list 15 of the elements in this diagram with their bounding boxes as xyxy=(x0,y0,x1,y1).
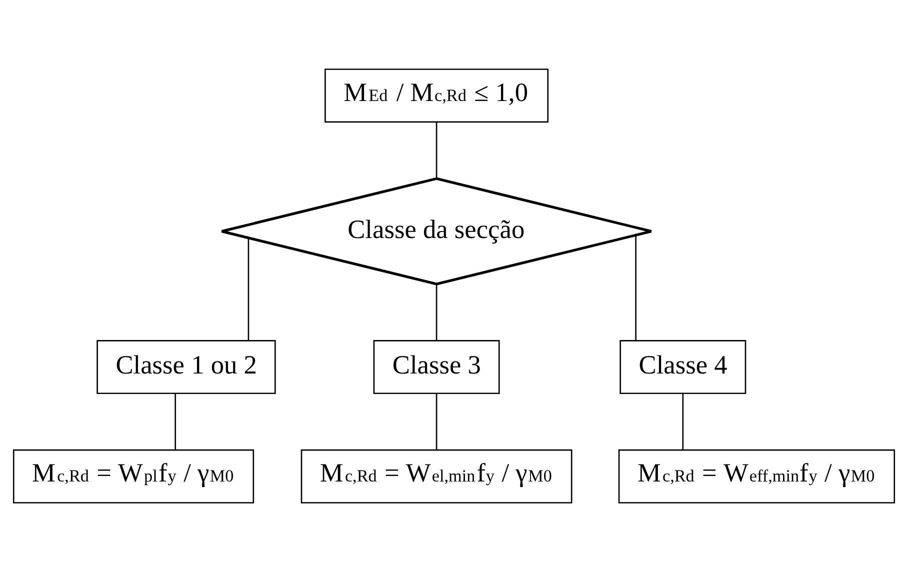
node-box: Mc,Rd = Wel,minfy / γM0 xyxy=(300,449,572,504)
connector xyxy=(635,235,636,340)
node-box: MEd / Mc,Rd ≤ 1,0 xyxy=(324,68,549,123)
node-box: Mc,Rd = Weff,minfy / γM0 xyxy=(618,449,896,504)
node-box: Classe 3 xyxy=(373,340,500,394)
node-box: Classe 1 ou 2 xyxy=(96,340,276,394)
node-box: Classe 4 xyxy=(620,340,746,394)
connector xyxy=(174,394,176,450)
node-diamond: Classe da secção xyxy=(220,177,653,286)
connector xyxy=(682,394,684,450)
node-box: Mc,Rd = Wplfy / γM0 xyxy=(12,449,254,504)
connector xyxy=(436,284,438,341)
connector xyxy=(436,122,438,178)
connector xyxy=(248,238,250,341)
connector xyxy=(436,394,438,450)
